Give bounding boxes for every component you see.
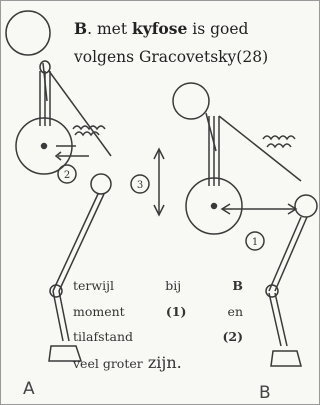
figure-b-thigh-1 (268, 216, 302, 292)
figure-b-thigh-2 (274, 216, 308, 292)
marker-1-circle (245, 231, 265, 251)
title-line2: volgens Gracovetsky(28) (74, 48, 269, 66)
figure-a-spring (72, 125, 106, 137)
diagram-title: B. met kyfose is goed volgens Gracovetsk… (74, 15, 319, 71)
figure-b-spring (262, 135, 296, 149)
note-row-2: moment (1) en (73, 303, 243, 319)
figure-b-head (172, 82, 210, 120)
marker-3-circle (130, 174, 150, 194)
figure-b-shin-2 (274, 292, 288, 347)
marker-1-text: 1 (252, 237, 258, 248)
figure-a-foot (48, 345, 83, 362)
marker-3-text: 3 (137, 180, 143, 191)
figure-a-label: A (23, 379, 35, 399)
figure-b-hip (294, 194, 318, 218)
explanation-note: terwijl bij B moment (1) en tilafstand (… (73, 273, 243, 376)
figure-a-shin-1 (52, 290, 64, 342)
figure-b-shin-1 (268, 292, 282, 347)
marker-2-text: 2 (64, 170, 70, 181)
figure-a-thigh-2 (58, 193, 105, 292)
figure-a-head (5, 10, 51, 56)
title-post: is goed (187, 20, 249, 38)
figure-a-back-line (48, 70, 112, 157)
note-row-3: tilafstand (2) (73, 329, 243, 344)
title-kyfose: kyfose (132, 19, 188, 38)
title-mid: . met (87, 20, 132, 38)
note-row-1: terwijl bij B (73, 278, 243, 293)
figure-a-thigh-1 (52, 193, 99, 292)
figure-a-shin-2 (58, 290, 70, 342)
title-b: B (74, 19, 88, 38)
note-row-4: veel groter zijn. (73, 352, 182, 372)
figure-b-load-circle (185, 177, 243, 235)
figure-a-hip (90, 173, 112, 195)
figure-b-foot (270, 350, 302, 367)
figure-b-back-line (218, 115, 302, 182)
marker-2-circle (57, 164, 77, 184)
figure-b-label: B (259, 383, 271, 403)
